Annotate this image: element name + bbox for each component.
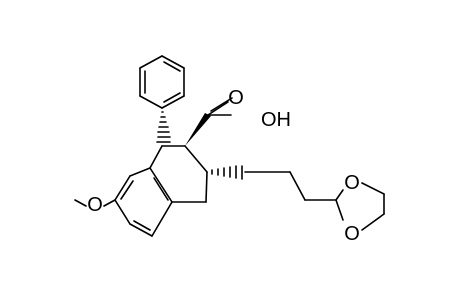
bond	[114, 175, 131, 201]
bond	[129, 223, 153, 237]
wedge-bond	[185, 113, 211, 146]
atom-label-dioxolane-oxygen-bottom: O	[344, 223, 360, 245]
bond	[161, 95, 185, 109]
bond	[151, 201, 173, 237]
bond	[184, 145, 208, 173]
aromatic-bond	[163, 92, 181, 103]
hashed-bond	[156, 111, 171, 143]
hashed-bond	[211, 165, 243, 180]
atom-label-carbonyl-oxygen: O	[228, 87, 244, 109]
atom-label-dioxolane-oxygen-top: O	[344, 172, 360, 194]
aromatic-bond	[163, 61, 181, 72]
bond	[74, 199, 87, 207]
atom-label-hydroxyl: OH	[261, 109, 291, 131]
atom-label-methoxy-oxygen: O	[87, 194, 103, 216]
saturated-ring	[149, 145, 208, 203]
bond	[139, 95, 163, 109]
bond	[139, 55, 163, 69]
aromatic-bond	[153, 177, 169, 201]
bond	[289, 171, 306, 201]
phenyl-ring	[139, 55, 185, 109]
fused-aromatic-ring	[114, 167, 173, 237]
dioxolane-ring	[335, 182, 385, 231]
bond	[129, 167, 151, 177]
bond	[210, 97, 233, 112]
bond	[161, 55, 185, 69]
bond	[335, 189, 344, 201]
bond	[149, 167, 173, 203]
bond	[335, 199, 344, 221]
bond	[149, 145, 163, 169]
bond	[207, 101, 229, 116]
bond	[361, 182, 385, 195]
bond	[205, 171, 208, 203]
aromatic-bond	[133, 220, 151, 231]
bond	[114, 199, 131, 225]
bond	[103, 199, 116, 207]
aromatic-bond	[120, 180, 134, 200]
bond	[361, 213, 385, 231]
